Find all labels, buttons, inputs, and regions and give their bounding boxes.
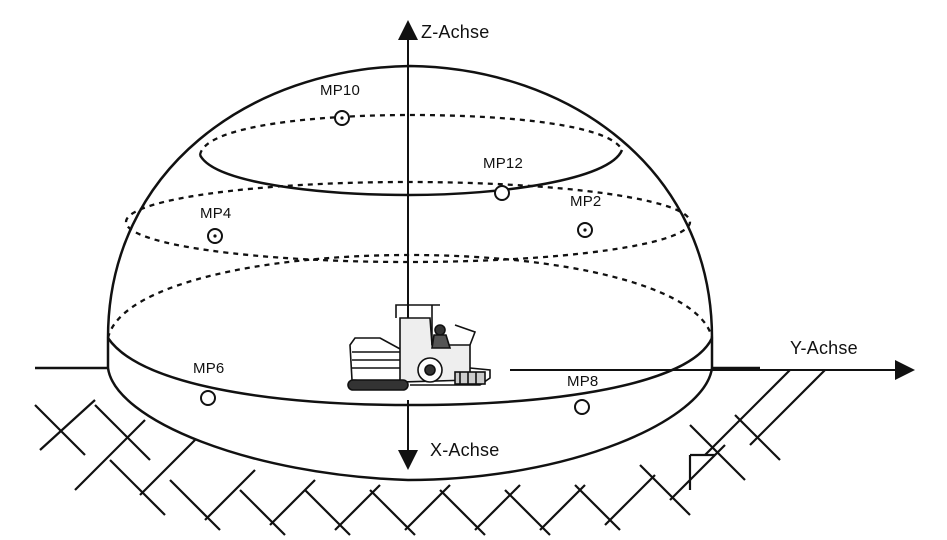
mp8-label: MP8 — [567, 373, 599, 390]
upper-ring-back — [198, 113, 624, 156]
upper-ring-front — [198, 149, 624, 197]
dome-outline — [106, 64, 714, 339]
road-paver-icon — [347, 304, 491, 391]
ground-hatching — [34, 369, 826, 536]
mp2-label: MP2 — [570, 193, 602, 210]
mp8-marker — [574, 399, 590, 415]
measurement-markers — [200, 110, 593, 415]
dome-base — [108, 338, 712, 480]
dome-base-front-edge — [106, 367, 714, 482]
mp6-label: MP6 — [193, 360, 225, 377]
y-axis-label: Y-Achse — [790, 338, 858, 358]
mp12-label: MP12 — [483, 155, 523, 172]
mid-latitude-ring — [124, 180, 692, 264]
mp6-marker — [200, 390, 216, 406]
equator-front — [106, 337, 714, 407]
mp10-label: MP10 — [320, 82, 360, 99]
mp12-marker — [494, 185, 510, 201]
x-axis-label: X-Achse — [430, 440, 500, 460]
mp4-label: MP4 — [200, 205, 232, 222]
z-axis-label: Z-Achse — [421, 22, 490, 42]
